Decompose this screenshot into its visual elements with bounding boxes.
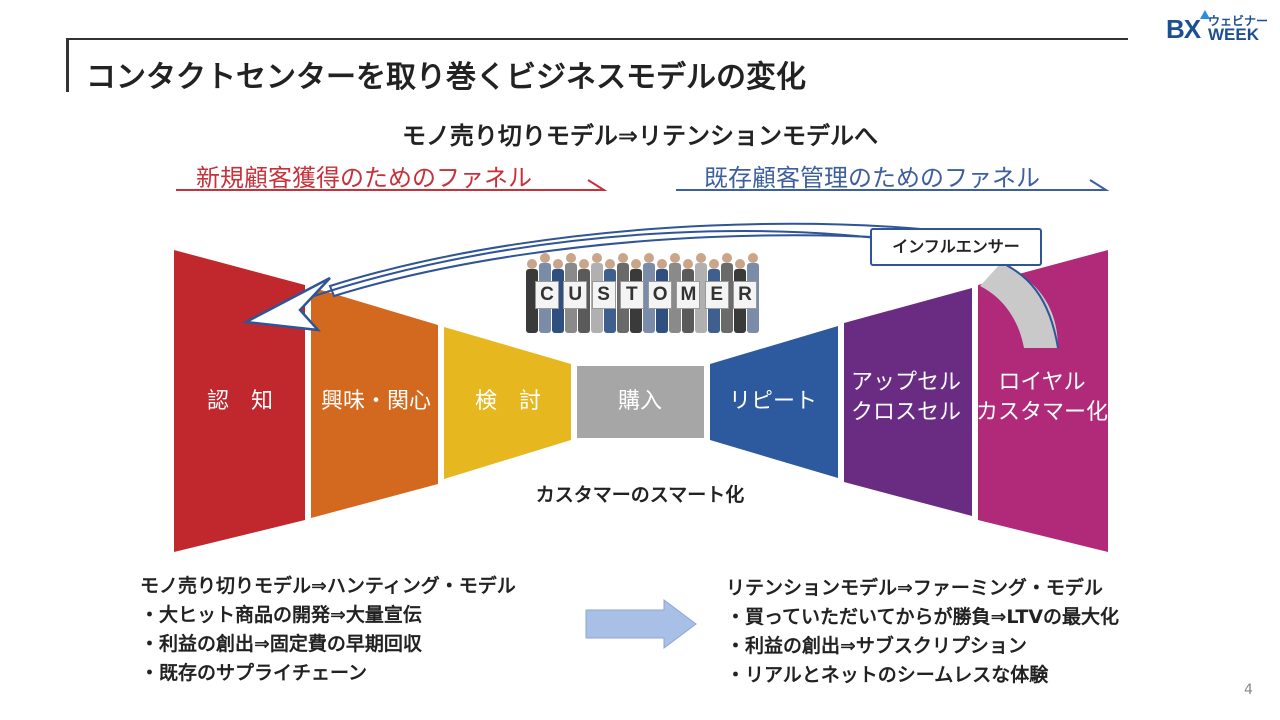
funnel-stage bbox=[710, 326, 838, 478]
funnel-stage bbox=[978, 250, 1108, 552]
logo-week-text: WEEK bbox=[1208, 25, 1259, 44]
person-head bbox=[631, 259, 641, 269]
stage-label-purchase: 購入 bbox=[617, 389, 663, 414]
page-number: 4 bbox=[1244, 682, 1253, 698]
logo-bx-text: BX bbox=[1166, 14, 1201, 44]
note-heading: リテンションモデル⇒ファーミング・モデル bbox=[726, 577, 1103, 599]
acquisition-funnel-label: 新規顧客獲得のためのファネル bbox=[196, 164, 532, 192]
title-accent-bar bbox=[66, 38, 69, 92]
person-head bbox=[553, 259, 563, 269]
return-arrow-shadow bbox=[980, 264, 1058, 348]
customer-letter: T bbox=[619, 281, 644, 309]
acquisition-funnel-underline bbox=[176, 179, 608, 191]
note-item: ・リアルとネットのシームレスな体験 bbox=[726, 664, 1049, 686]
person-head bbox=[618, 253, 628, 263]
note-item: ・大ヒット商品の開発⇒大量宣伝 bbox=[140, 604, 422, 626]
person-head bbox=[722, 253, 732, 263]
customer-smartification-label: カスタマーのスマート化 bbox=[535, 484, 745, 506]
note-item: ・買っていただいてからが勝負⇒LTVの最大化 bbox=[726, 606, 1120, 628]
return-arrowhead-icon bbox=[241, 276, 331, 332]
customer-letter: C bbox=[535, 281, 559, 309]
stage-label-repeat: リピート bbox=[728, 389, 818, 414]
retention-funnel-label: 既存顧客管理のためのファネル bbox=[704, 164, 1040, 192]
person-head bbox=[696, 253, 706, 263]
person-head bbox=[592, 253, 602, 263]
stage-label-awareness: 認 知 bbox=[206, 389, 274, 414]
funnel-stage bbox=[577, 366, 704, 438]
stage-label-loyal-customer: ロイヤル カスタマー化 bbox=[975, 370, 1109, 425]
retention-funnel-underline bbox=[676, 179, 1110, 191]
model-shift-subtitle: モノ売り切りモデル⇒リテンションモデルへ bbox=[401, 122, 879, 150]
funnel-stage bbox=[444, 327, 571, 479]
customer-sign: C U S T O M E R bbox=[535, 281, 757, 309]
transition-arrow-icon bbox=[585, 599, 697, 649]
sell-out-model-notes: モノ売り切りモデル⇒ハンティング・モデル ・大ヒット商品の開発⇒大量宣伝 ・利益… bbox=[140, 572, 516, 688]
person-head bbox=[683, 259, 693, 269]
stage-label-interest: 興味・関心 bbox=[320, 389, 432, 414]
person-body bbox=[669, 263, 681, 333]
note-item: ・利益の創出⇒固定費の早期回収 bbox=[140, 633, 422, 655]
person-head bbox=[579, 259, 589, 269]
page-title: コンタクトセンターを取り巻くビジネスモデルの変化 bbox=[86, 60, 806, 95]
customer-letter: M bbox=[676, 281, 701, 309]
note-heading: モノ売り切りモデル⇒ハンティング・モデル bbox=[140, 575, 516, 597]
bx-webinar-week-logo: BX ウェビナー WEEK bbox=[1164, 8, 1268, 46]
person-head bbox=[540, 253, 550, 263]
customer-letter: O bbox=[648, 281, 673, 309]
influencer-return-arrow-edge bbox=[313, 230, 1059, 349]
logo-triangle-icon bbox=[1200, 10, 1210, 19]
customer-letter: E bbox=[704, 281, 729, 309]
stage-label-consideration: 検 討 bbox=[474, 389, 542, 414]
person-head bbox=[709, 259, 719, 269]
person-head bbox=[527, 259, 537, 269]
person-head bbox=[735, 259, 745, 269]
logo-kana-text: ウェビナー bbox=[1208, 14, 1269, 28]
stage-label-upsell: アップセル クロスセル bbox=[850, 370, 962, 425]
person-head bbox=[670, 253, 680, 263]
person-body bbox=[695, 263, 707, 333]
title-rule bbox=[66, 38, 1128, 40]
influencer-callout: インフルエンサー bbox=[870, 228, 1042, 266]
note-item: ・既存のサプライチェーン bbox=[140, 662, 368, 684]
funnel-stage bbox=[311, 287, 438, 518]
customer-letter: R bbox=[732, 281, 757, 309]
customer-letter: S bbox=[591, 281, 616, 309]
note-item: ・利益の創出⇒サブスクリプション bbox=[726, 635, 1027, 657]
person-head bbox=[644, 253, 654, 263]
customer-letter: U bbox=[563, 281, 588, 309]
funnel-stages bbox=[174, 250, 1108, 552]
person-head bbox=[566, 253, 576, 263]
retention-model-notes: リテンションモデル⇒ファーミング・モデル ・買っていただいてからが勝負⇒LTVの… bbox=[726, 574, 1119, 690]
person-head bbox=[657, 259, 667, 269]
person-head bbox=[605, 259, 615, 269]
funnel-stage bbox=[844, 288, 972, 516]
person-head bbox=[748, 253, 758, 263]
